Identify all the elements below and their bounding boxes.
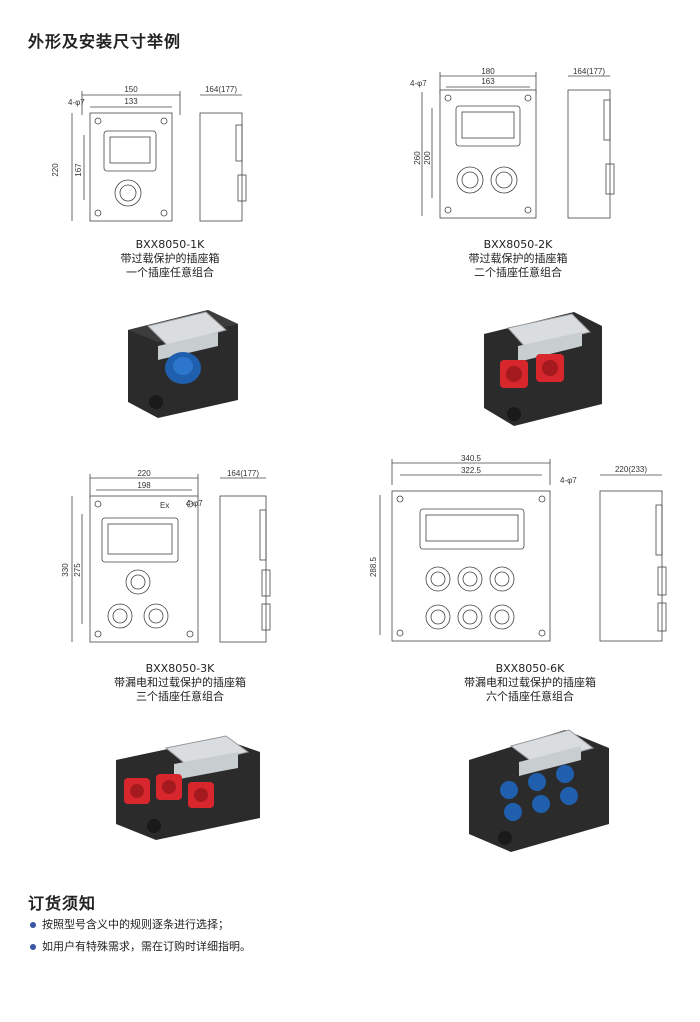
dim-1k-w-inner: 133	[124, 97, 138, 106]
photo-1k	[128, 310, 238, 418]
photo-3k	[116, 735, 260, 840]
order-item-text: 如用户有特殊需求，需在订购时详细指明。	[42, 940, 251, 953]
order-title: 订货须知	[28, 894, 97, 913]
caption-2k: BXX8050-2K 带过载保护的插座箱 二个插座任意组合	[428, 238, 608, 280]
dim-1k-hole: 4-φ7	[68, 98, 85, 107]
drawing-2k: 180 163 164(177) 4-φ7 260 200	[410, 67, 615, 219]
order-item-text: 按照型号含义中的规则逐条进行选择；	[42, 918, 229, 931]
model-2k: BXX8050-2K	[483, 238, 553, 251]
dim-3k-w-inner: 198	[137, 481, 151, 490]
dim-6k-hole: 4-φ7	[560, 476, 577, 485]
dim-3k-depth: 164(177)	[227, 469, 259, 478]
photo-6k	[469, 729, 609, 852]
dim-3k-h-outer: 330	[61, 563, 70, 577]
model-3k: BXX8050-3K	[145, 662, 215, 675]
dim-6k-w-outer: 340.5	[461, 454, 482, 463]
order-item: 按照型号含义中的规则逐条进行选择；	[30, 916, 229, 932]
caption-3k: BXX8050-3K 带漏电和过载保护的插座箱 三个插座任意组合	[90, 662, 270, 704]
desc-3k: 带漏电和过载保护的插座箱	[114, 676, 246, 689]
dim-1k-w-outer: 150	[124, 85, 138, 94]
desc-6k: 带漏电和过载保护的插座箱	[464, 676, 596, 689]
dim-6k-h-inner: 288.5	[369, 556, 378, 577]
dim-3k-w-outer: 220	[137, 469, 151, 478]
combo-2k: 二个插座任意组合	[474, 266, 562, 279]
dim-3k-hole: 4-φ7	[186, 499, 203, 508]
dim-2k-depth: 164(177)	[573, 67, 605, 76]
dim-2k-h-outer: 260	[413, 151, 422, 165]
order-item: 如用户有特殊需求，需在订购时详细指明。	[30, 938, 251, 954]
bullet-icon	[30, 944, 36, 950]
dim-6k-depth: 220(233)	[615, 465, 647, 474]
combo-1k: 一个插座任意组合	[126, 266, 214, 279]
dim-2k-h-inner: 200	[423, 151, 432, 165]
dim-1k-h-outer: 220	[51, 163, 60, 177]
dim-2k-hole: 4-φ7	[410, 79, 427, 88]
dim-1k-h-inner: 167	[74, 163, 83, 177]
bullet-icon	[30, 922, 36, 928]
dim-1k-depth: 164(177)	[205, 85, 237, 94]
dim-3k-h-inner: 275	[73, 563, 82, 577]
dim-2k-w-outer: 180	[481, 67, 495, 76]
model-1k: BXX8050-1K	[135, 238, 205, 251]
model-6k: BXX8050-6K	[495, 662, 565, 675]
dim-6k-w-inner: 322.5	[461, 466, 482, 475]
drawing-6k: 340.5 322.5 220(233) 4-φ7 288.5	[369, 454, 667, 642]
drawing-3k: 220 198 164(177) 4-φ7 Ex 330 275	[61, 469, 271, 643]
dim-3k-ex: Ex	[160, 501, 169, 510]
caption-1k: BXX8050-1K 带过载保护的插座箱 一个插座任意组合	[80, 238, 260, 280]
desc-2k: 带过载保护的插座箱	[468, 252, 568, 265]
dim-2k-w-inner: 163	[481, 77, 495, 86]
combo-3k: 三个插座任意组合	[136, 690, 224, 703]
caption-6k: BXX8050-6K 带漏电和过载保护的插座箱 六个插座任意组合	[440, 662, 620, 704]
section-title: 外形及安装尺寸举例	[28, 32, 182, 51]
desc-1k: 带过载保护的插座箱	[120, 252, 220, 265]
drawing-1k: 150 133 164(177) 4-φ7 220 167	[51, 85, 247, 222]
photo-2k	[484, 312, 602, 426]
combo-6k: 六个插座任意组合	[486, 690, 574, 703]
